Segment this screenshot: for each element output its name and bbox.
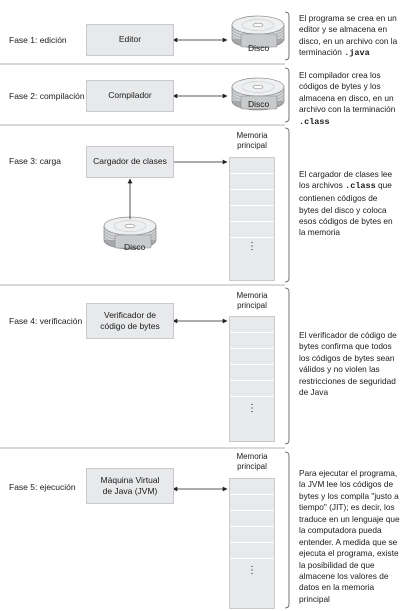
memory-title: Memoria principal — [236, 291, 268, 310]
disk-label: Disco — [124, 242, 146, 252]
phase-1-label: Fase 1: edición — [9, 35, 67, 45]
ellipsis-icon: ⋮ — [247, 241, 257, 252]
bytecode-verifier-box: Verificador de código de bytes — [86, 303, 174, 339]
phase-4-label: Fase 4: verificación — [9, 316, 83, 326]
memory-title: Memoria principal — [236, 131, 268, 150]
phase-3-label: Fase 3: carga — [9, 156, 61, 166]
phase-4-description: El verificador de código de bytes confir… — [299, 330, 397, 398]
phase-5-description: Para ejecutar el programa, la JVM lee lo… — [299, 468, 400, 604]
bracket — [284, 127, 290, 283]
memory-column: ⋮ — [229, 478, 275, 609]
bracket — [284, 67, 290, 123]
phase-2-label: Fase 2: compilación — [9, 91, 85, 101]
phase-2-description: El compilador crea los códigos de bytes … — [299, 70, 396, 127]
bracket — [284, 287, 290, 445]
brackets — [284, 11, 290, 609]
memory-column: ⋮ — [229, 157, 275, 281]
bracket — [284, 451, 290, 609]
memory-title: Memoria principal — [236, 452, 268, 471]
disk-label: Disco — [248, 43, 270, 53]
bracket — [284, 11, 290, 61]
phase-3-description: El cargador de clases lee los archivos .… — [299, 169, 393, 238]
compiler-box: Compilador — [86, 80, 174, 112]
dividers — [0, 63, 285, 449]
ellipsis-icon: ⋮ — [247, 403, 257, 414]
jvm-box: Máquina Virtual de Java (JVM) — [86, 468, 174, 504]
class-loader-box: Cargador de clases — [86, 146, 174, 178]
editor-box: Editor — [86, 24, 174, 56]
phase-1-description: El programa se crea en un editor y se al… — [299, 13, 398, 59]
phase-5-label: Fase 5: ejecución — [9, 482, 76, 492]
ellipsis-icon: ⋮ — [247, 565, 257, 576]
memory-column: ⋮ — [229, 316, 275, 442]
disk-label: Disco — [248, 99, 270, 109]
